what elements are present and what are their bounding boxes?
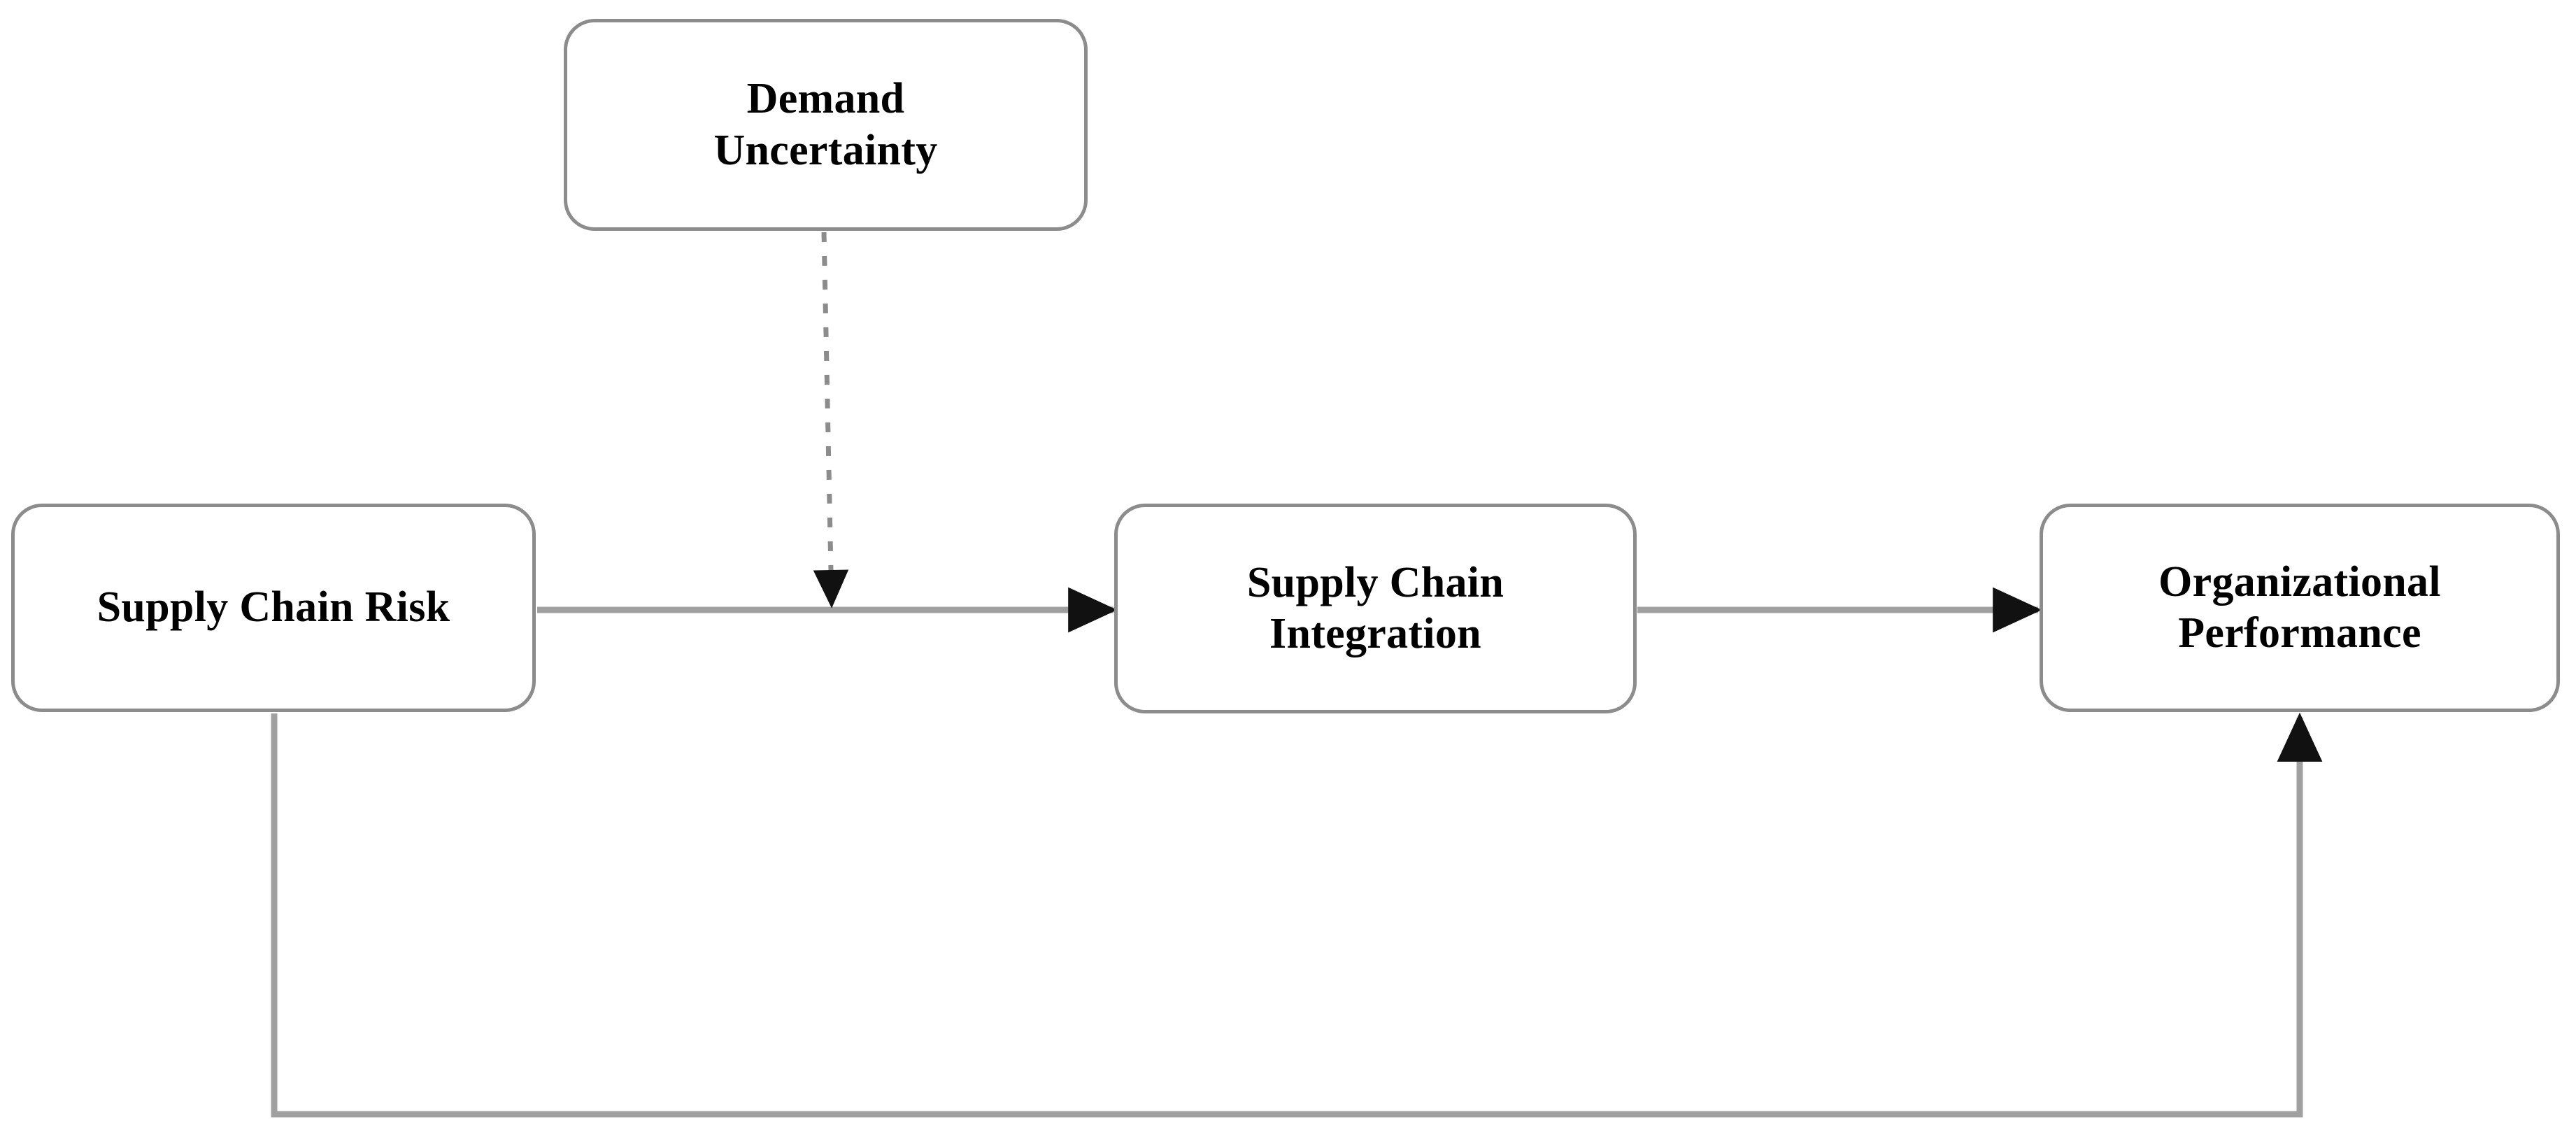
node-supply-chain-integration[interactable]: Supply Chain Integration (1114, 504, 1637, 713)
node-supply-chain-integration-label: Supply Chain Integration (1246, 558, 1504, 657)
node-demand-uncertainty[interactable]: Demand Uncertainty (564, 19, 1088, 231)
edge-du-moderates-scr-sci (813, 232, 849, 609)
node-supply-chain-risk[interactable]: Supply Chain Risk (11, 504, 536, 712)
edge-scr-to-op (271, 712, 2323, 1118)
node-organizational-performance[interactable]: Organizational Performance (2040, 504, 2560, 712)
node-demand-uncertainty-label: Demand Uncertainty (713, 75, 938, 174)
node-supply-chain-risk-label: Supply Chain Risk (97, 583, 450, 632)
node-organizational-performance-label: Organizational Performance (2158, 557, 2441, 657)
